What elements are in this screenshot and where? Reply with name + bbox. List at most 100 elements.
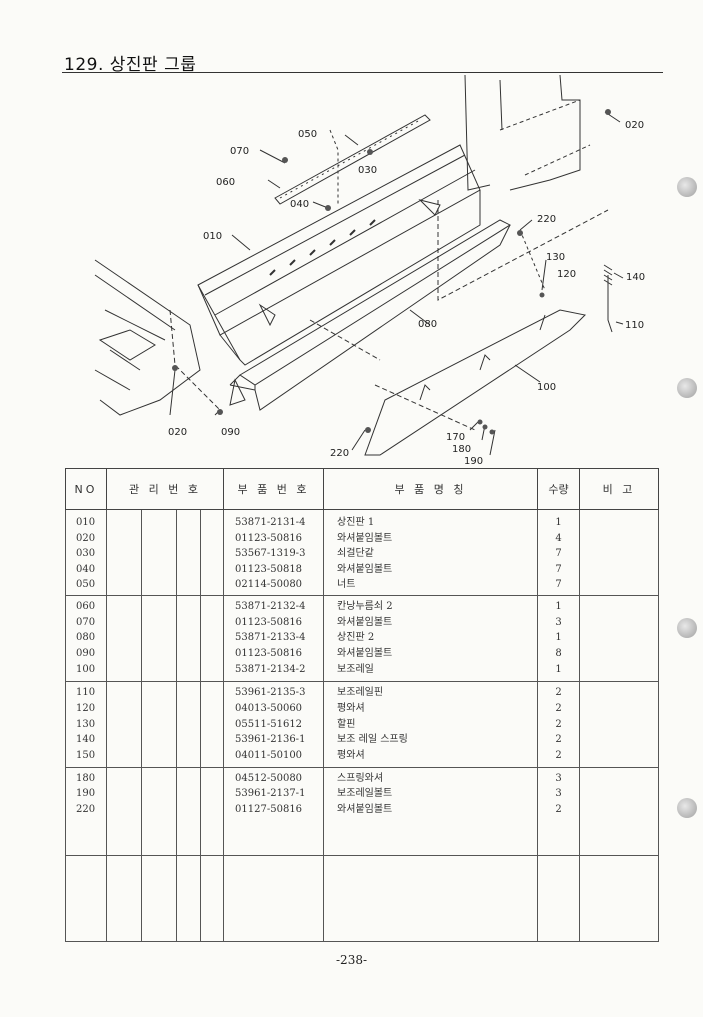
cell-part-name: 와셔붙임볼트 xyxy=(337,803,393,815)
cell-no: 220 xyxy=(76,803,96,815)
cell-quantity: 3 xyxy=(555,616,562,628)
callout-120: 120 xyxy=(557,269,576,280)
exploded-parts-diagram: 050 070 030 060 040 010 020 220 130 120 … xyxy=(94,74,645,467)
cell-quantity: 2 xyxy=(555,734,562,746)
cell-part-name: 보조레일 xyxy=(337,663,374,675)
cell-no: 140 xyxy=(76,734,96,746)
callout-110: 110 xyxy=(625,320,644,331)
callout-220: 220 xyxy=(537,214,556,225)
callout-080: 080 xyxy=(418,319,437,330)
header-no: NO xyxy=(65,468,107,510)
cell-part-name: 와셔붙임볼트 xyxy=(337,563,393,575)
table-row-group: 180 190 220 04512-50080 53961-2137-1 011… xyxy=(65,767,660,856)
cell-part-number: 04011-50100 xyxy=(235,749,303,761)
cell-part-name: 와셔붙임볼트 xyxy=(337,616,393,628)
callout-040: 040 xyxy=(290,199,309,210)
cell-part-number: 53871-2133-4 xyxy=(235,632,306,644)
cell-part-name: 평와셔 xyxy=(337,702,365,714)
callout-220: 220 xyxy=(330,448,349,459)
header-quantity: 수량 xyxy=(537,468,581,510)
table-row-group: 060 070 080 090 100 53871-2132-4 01123-5… xyxy=(65,595,660,683)
cell-part-name: 상진판 2 xyxy=(337,632,375,644)
cell-part-number: 01127-50816 xyxy=(235,803,303,815)
callout-090: 090 xyxy=(221,427,240,438)
cell-quantity: 7 xyxy=(555,579,562,591)
callout-020: 020 xyxy=(168,427,187,438)
cell-part-number: 04512-50080 xyxy=(235,772,303,784)
callout-190: 190 xyxy=(464,456,483,467)
callout-050: 050 xyxy=(298,129,317,140)
cell-no: 130 xyxy=(76,718,96,730)
cell-quantity: 2 xyxy=(555,718,562,730)
cell-part-number: 53871-2131-4 xyxy=(235,517,306,528)
cell-part-name: 보조 레일 스프링 xyxy=(337,734,408,746)
callout-100: 100 xyxy=(537,382,556,393)
cell-quantity: 8 xyxy=(555,647,562,659)
cell-part-number: 53871-2132-4 xyxy=(235,601,306,613)
cell-no: 020 xyxy=(76,532,96,544)
callout-060: 060 xyxy=(216,177,235,188)
cell-part-name: 평와셔 xyxy=(337,749,365,761)
cell-no: 050 xyxy=(76,579,96,591)
cell-part-number: 02114-50080 xyxy=(235,579,303,591)
cell-part-number: 53961-2137-1 xyxy=(235,788,306,800)
header-part-number: 부 품 번 호 xyxy=(223,468,325,510)
table-row-empty xyxy=(65,855,660,943)
cell-no: 180 xyxy=(76,772,96,784)
cell-no: 100 xyxy=(76,663,96,675)
cell-part-number: 05511-51612 xyxy=(235,718,303,730)
cell-part-name: 와셔붙임볼트 xyxy=(337,532,393,544)
cell-part-name: 할핀 xyxy=(337,718,356,730)
cell-quantity: 2 xyxy=(555,702,562,714)
cell-quantity: 1 xyxy=(555,601,562,613)
cell-part-number: 04013-50060 xyxy=(235,702,303,714)
table-row-group: 110 120 130 140 150 53961-2135-3 04013-5… xyxy=(65,681,660,768)
cell-quantity: 7 xyxy=(555,548,562,560)
header-remarks: 비 고 xyxy=(579,468,660,510)
cell-part-number: 53567-1319-3 xyxy=(235,548,306,560)
cell-quantity: 2 xyxy=(555,803,562,815)
callout-070: 070 xyxy=(230,146,249,157)
cell-quantity: 3 xyxy=(555,788,562,800)
cell-part-name: 스프링와셔 xyxy=(337,772,384,784)
cell-quantity: 3 xyxy=(555,772,562,784)
table-header-row: NO 관 리 번 호 부 품 번 호 부 품 명 칭 수량 비 고 xyxy=(65,468,660,510)
cell-quantity: 1 xyxy=(555,632,562,644)
cell-no: 190 xyxy=(76,788,96,800)
cell-no: 110 xyxy=(76,687,96,699)
table-row-group: 010 020 030 040 050 53871-2131-4 01123-5… xyxy=(65,509,660,597)
cell-no: 010 xyxy=(76,517,96,528)
callout-010: 010 xyxy=(203,231,222,242)
cell-no: 030 xyxy=(76,548,96,560)
cell-quantity: 2 xyxy=(555,687,562,699)
cell-part-number: 01123-50818 xyxy=(235,563,303,575)
cell-no: 150 xyxy=(76,749,96,761)
cell-part-name: 너트 xyxy=(337,579,356,591)
callout-130: 130 xyxy=(546,252,565,263)
cell-part-number: 53961-2136-1 xyxy=(235,734,306,746)
cell-no: 060 xyxy=(76,601,96,613)
cell-quantity: 7 xyxy=(555,563,562,575)
callout-030: 030 xyxy=(358,165,377,176)
callout-170: 170 xyxy=(446,432,465,443)
binder-hole xyxy=(677,378,697,398)
cell-quantity: 4 xyxy=(555,532,562,544)
cell-part-name: 보조레일핀 xyxy=(337,687,384,699)
cell-part-number: 01123-50816 xyxy=(235,616,303,628)
binder-hole xyxy=(677,177,697,197)
cell-no: 090 xyxy=(76,647,96,659)
cell-no: 070 xyxy=(76,616,96,628)
page-number: -238- xyxy=(336,953,368,967)
callout-140: 140 xyxy=(626,272,645,283)
cell-part-number: 53871-2134-2 xyxy=(235,663,306,675)
cell-quantity: 2 xyxy=(555,749,562,761)
cell-no: 040 xyxy=(76,563,96,575)
callout-180: 180 xyxy=(452,444,471,455)
cell-part-name: 와셔붙임볼트 xyxy=(337,647,393,659)
binder-hole xyxy=(677,618,697,638)
callout-020: 020 xyxy=(625,120,644,131)
cell-part-name: 쇠걸단같 xyxy=(337,548,374,560)
cell-part-number: 01123-50816 xyxy=(235,647,303,659)
cell-part-number: 01123-50816 xyxy=(235,532,303,544)
cell-part-number: 53961-2135-3 xyxy=(235,687,306,699)
